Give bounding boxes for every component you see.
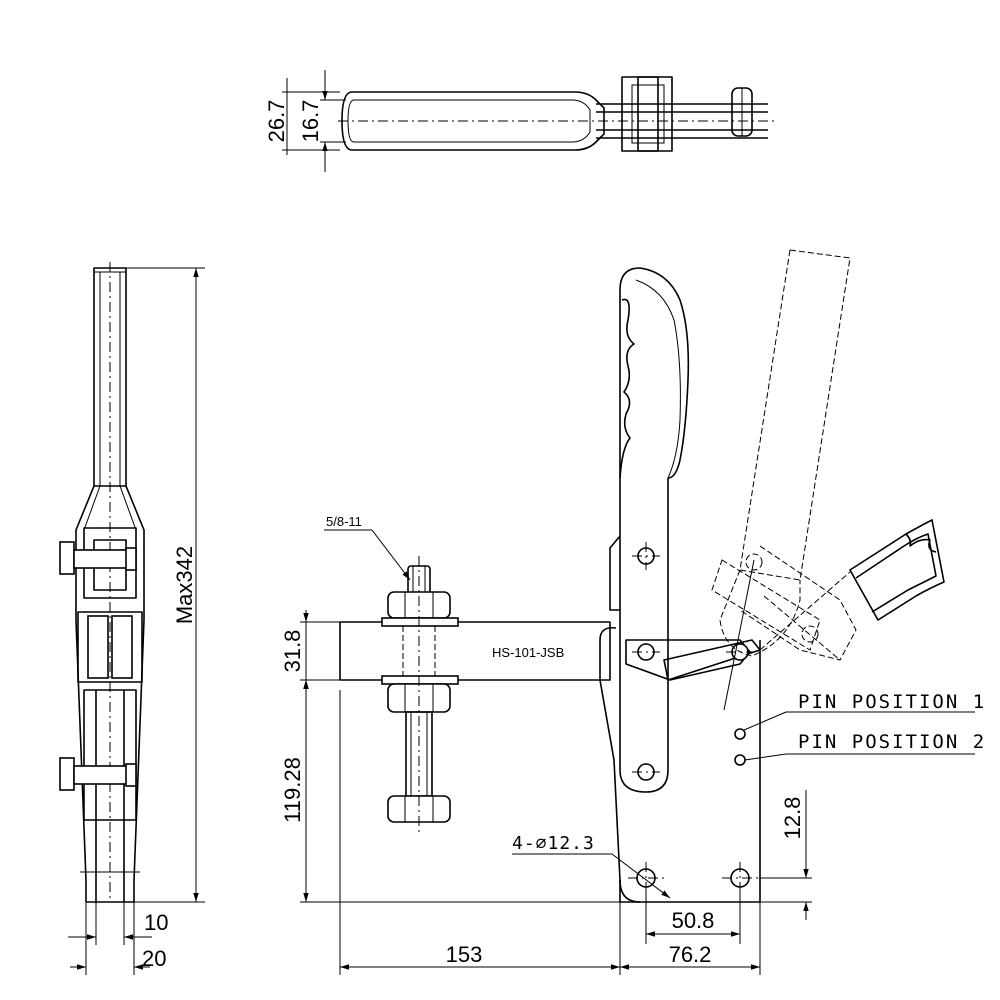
- dim-spindle-height: 119.28: [280, 757, 305, 823]
- dim-side-width-20: 20: [142, 946, 166, 971]
- side-view: Max342 10 20: [59, 262, 205, 975]
- pin-position-2-label: PIN POSITION 2: [798, 731, 986, 753]
- dim-top-width-inner: 16.7: [298, 100, 323, 143]
- dim-reach: 153: [446, 942, 483, 967]
- hole-note: 4-⌀12.3: [512, 833, 595, 854]
- pin-position-1-label: PIN POSITION 1: [798, 691, 986, 713]
- model-label: HS-101-JSB: [492, 645, 564, 660]
- dim-top-width-outer: 26.7: [264, 100, 289, 143]
- dim-side-width-10: 10: [144, 910, 168, 935]
- dim-max-height: Max342: [172, 546, 197, 624]
- dim-base-width: 76.2: [669, 942, 712, 967]
- dim-arm-height: 31.8: [280, 630, 305, 673]
- top-view: 26.7 16.7: [264, 70, 775, 172]
- dim-hole-spacing: 50.8: [672, 908, 715, 933]
- thread-label: 5/8-11: [326, 514, 362, 529]
- dim-base-offset: 12.8: [780, 797, 805, 840]
- front-view: HS-101-JSB 5/8-11: [280, 249, 986, 975]
